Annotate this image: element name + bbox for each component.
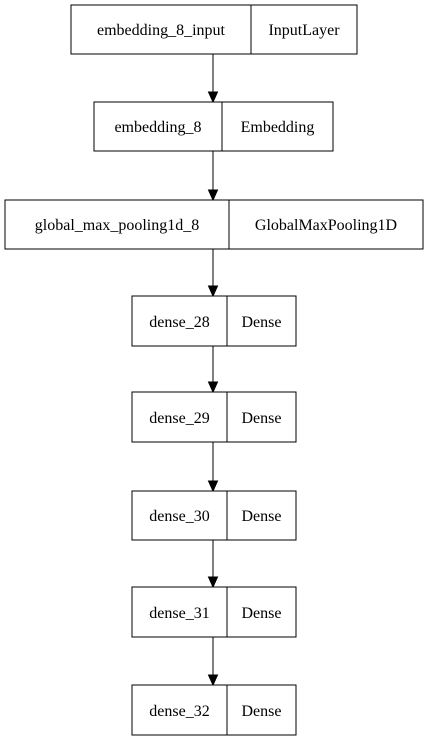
layer-node: dense_29 Dense bbox=[131, 391, 297, 443]
edge-0-1 bbox=[207, 54, 219, 104]
layer-name: dense_30 bbox=[149, 508, 209, 525]
edge-2-3 bbox=[207, 249, 219, 298]
layer-name: dense_31 bbox=[149, 605, 209, 622]
layer-node: dense_32 Dense bbox=[131, 684, 297, 736]
layer-name: global_max_pooling1d_8 bbox=[35, 217, 199, 234]
edges bbox=[207, 54, 219, 687]
layer-node: global_max_pooling1d_8 GlobalMaxPooling1… bbox=[4, 199, 424, 250]
layer-node: embedding_8 Embedding bbox=[93, 101, 334, 152]
layer-name: dense_32 bbox=[149, 703, 209, 720]
edge-6-7 bbox=[207, 637, 219, 687]
layer-type: Embedding bbox=[241, 119, 315, 136]
layer-type: Dense bbox=[242, 508, 282, 525]
layer-type: InputLayer bbox=[268, 22, 340, 39]
layer-node: dense_30 Dense bbox=[131, 490, 297, 541]
layer-node: dense_28 Dense bbox=[131, 295, 297, 347]
layer-type: Dense bbox=[242, 703, 282, 720]
layer-name: dense_28 bbox=[149, 314, 209, 331]
edge-5-6 bbox=[207, 540, 219, 589]
layer-name: embedding_8 bbox=[114, 119, 201, 136]
layer-type: Dense bbox=[242, 605, 282, 622]
layer-node: dense_31 Dense bbox=[131, 586, 297, 638]
layer-type: Dense bbox=[242, 314, 282, 331]
edge-4-5 bbox=[207, 442, 219, 493]
layer-node: embedding_8_input InputLayer bbox=[70, 4, 358, 55]
layer-name: embedding_8_input bbox=[97, 22, 226, 39]
layer-type: Dense bbox=[242, 410, 282, 427]
layer-type: GlobalMaxPooling1D bbox=[255, 217, 397, 234]
edge-1-2 bbox=[207, 151, 219, 202]
edge-3-4 bbox=[207, 346, 219, 394]
layer-name: dense_29 bbox=[149, 410, 209, 427]
